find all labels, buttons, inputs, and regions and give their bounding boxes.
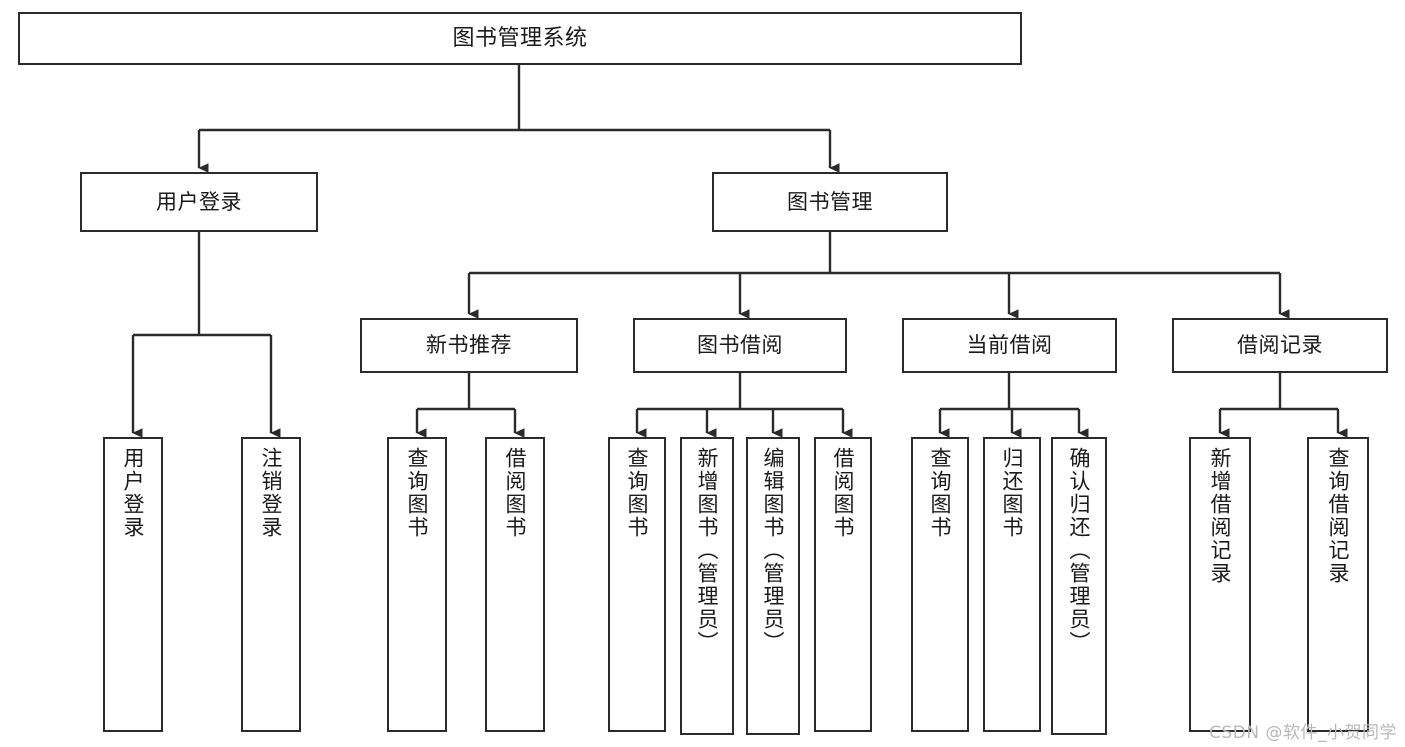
csdn-watermark: CSDN @软件_小贺同学 [1209,723,1397,743]
node-leaf_logout[interactable]: 注销登录 [241,437,301,732]
node-book_mgmt[interactable]: 图书管理 [712,172,948,232]
node-book_borrow[interactable]: 图书借阅 [633,318,847,373]
node-label-leaf_borrow_b1: 借阅图书 [503,447,528,539]
node-leaf_return[interactable]: 归还图书 [983,437,1041,732]
node-label-root: 图书管理系统 [452,25,588,51]
node-label-leaf_query_b3: 查询图书 [928,447,953,539]
node-label-current_borrow: 当前借阅 [966,333,1053,358]
node-leaf_edit_book[interactable]: 编辑图书（管理员） [746,437,800,735]
node-label-book_mgmt: 图书管理 [787,189,873,214]
node-leaf_borrow_b1[interactable]: 借阅图书 [485,437,545,732]
node-label-leaf_confirm: 确认归还（管理员） [1067,447,1092,654]
node-label-leaf_user_login: 用户登录 [121,447,146,539]
node-label-leaf_query_rec: 查询借阅记录 [1326,447,1351,585]
node-label-new_book_rec: 新书推荐 [426,333,512,358]
node-leaf_query_b1[interactable]: 查询图书 [387,437,447,732]
node-label-user_login: 用户登录 [156,189,242,214]
node-borrow_record[interactable]: 借阅记录 [1172,318,1388,373]
node-new_book_rec[interactable]: 新书推荐 [360,318,578,373]
node-leaf_query_b2[interactable]: 查询图书 [608,437,666,732]
node-current_borrow[interactable]: 当前借阅 [902,318,1117,373]
node-leaf_query_b3[interactable]: 查询图书 [911,437,969,732]
node-label-leaf_add_rec: 新增借阅记录 [1208,447,1233,585]
node-leaf_user_login[interactable]: 用户登录 [103,437,163,732]
node-label-leaf_borrow_b2: 借阅图书 [831,447,856,539]
node-leaf_borrow_b2[interactable]: 借阅图书 [814,437,872,732]
node-label-leaf_logout: 注销登录 [259,447,284,539]
node-label-leaf_return: 归还图书 [1000,447,1025,539]
node-leaf_confirm[interactable]: 确认归还（管理员） [1051,437,1107,735]
node-leaf_add_book[interactable]: 新增图书（管理员） [680,437,734,735]
node-leaf_query_rec[interactable]: 查询借阅记录 [1307,437,1369,732]
node-label-borrow_record: 借阅记录 [1237,333,1323,358]
node-leaf_add_rec[interactable]: 新增借阅记录 [1189,437,1251,732]
node-label-leaf_query_b2: 查询图书 [625,447,650,539]
node-label-book_borrow: 图书借阅 [697,333,783,358]
node-label-leaf_add_book: 新增图书（管理员） [695,447,720,654]
node-label-leaf_edit_book: 编辑图书（管理员） [761,447,786,654]
node-user_login[interactable]: 用户登录 [80,172,318,232]
node-root[interactable]: 图书管理系统 [18,12,1022,65]
node-label-leaf_query_b1: 查询图书 [405,447,430,539]
